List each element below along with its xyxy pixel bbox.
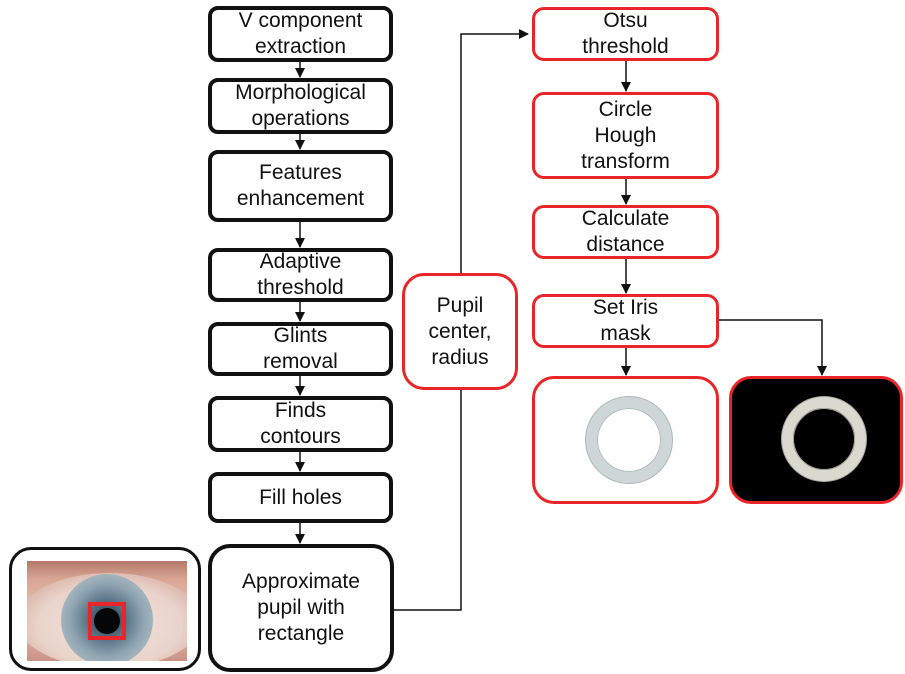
pupil-center-radius-label: Pupil center, radius xyxy=(428,293,492,369)
step-contours: Finds contours xyxy=(208,396,393,452)
step-approximate: Approximate pupil with rectangle xyxy=(208,544,394,672)
iris-ring-black-image xyxy=(782,397,866,481)
step-v-component-label: V component extraction xyxy=(238,9,363,58)
step-otsu-label: Otsu threshold xyxy=(582,9,669,58)
step-hough-label: Circle Hough transform xyxy=(581,97,670,173)
eye-photo-image xyxy=(27,561,187,661)
step-features-label: Features enhancement xyxy=(236,161,365,210)
step-distance: Calculate distance xyxy=(532,205,719,259)
step-glints-label: Glints removal xyxy=(263,324,338,373)
step-morphological: Morphological operations xyxy=(208,78,393,134)
arrow-mask-result-b xyxy=(719,319,827,376)
step-fill-holes: Fill holes xyxy=(208,472,393,523)
step-hough: Circle Hough transform xyxy=(532,92,719,179)
step-iris-mask-label: Set Iris mask xyxy=(592,296,659,345)
step-v-component: V component extraction xyxy=(208,6,393,62)
step-contours-label: Finds contours xyxy=(260,399,341,448)
step-otsu: Otsu threshold xyxy=(532,7,719,61)
step-fill-holes-label: Fill holes xyxy=(259,485,342,509)
step-adaptive-label: Adaptive threshold xyxy=(257,250,344,299)
step-adaptive: Adaptive threshold xyxy=(208,248,393,302)
step-morphological-label: Morphological operations xyxy=(235,81,366,130)
iris-ring-white-image xyxy=(586,397,672,483)
step-features: Features enhancement xyxy=(208,150,393,222)
pupil-center-radius-box: Pupil center, radius xyxy=(402,273,518,390)
step-approximate-label: Approximate pupil with rectangle xyxy=(242,570,360,645)
step-distance-label: Calculate distance xyxy=(581,207,670,256)
step-glints: Glints removal xyxy=(208,322,393,376)
eye-pupil xyxy=(94,608,120,634)
step-iris-mask: Set Iris mask xyxy=(532,294,719,348)
pupil-rectangle xyxy=(88,602,126,640)
